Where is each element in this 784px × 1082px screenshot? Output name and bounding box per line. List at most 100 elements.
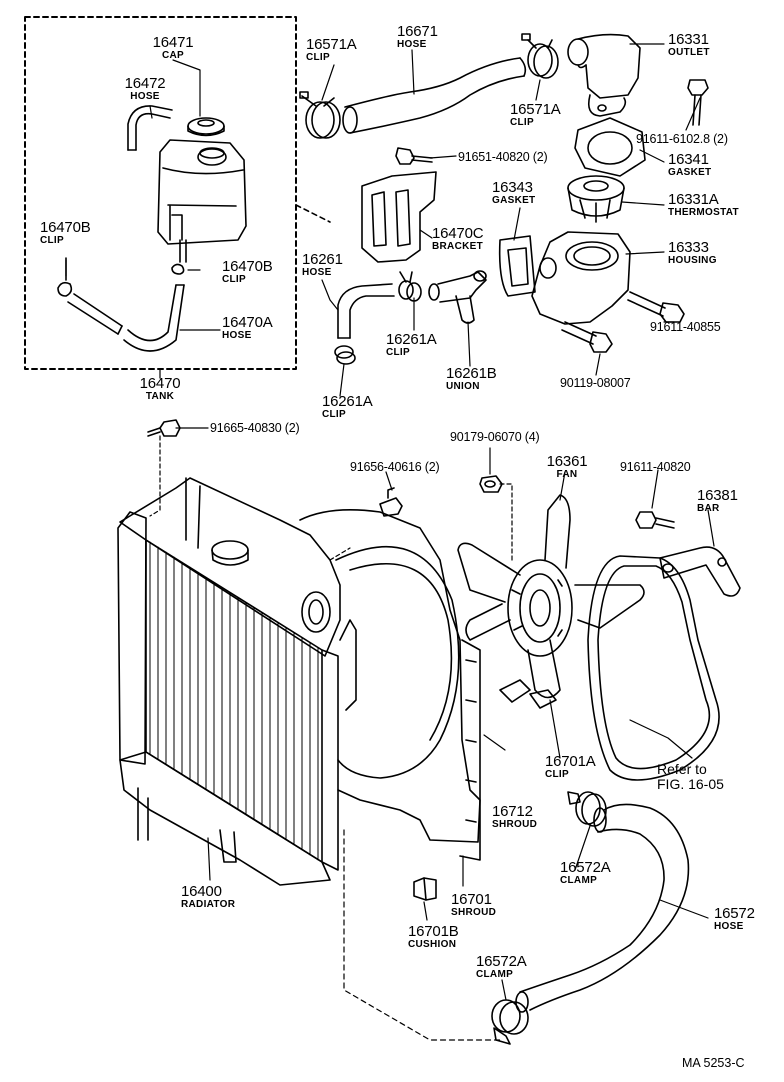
part-name: CAP [161,50,184,61]
part-number: 16712 [492,803,533,820]
part-number: 16381 [697,487,738,504]
clamp-16572A-upper [567,791,607,827]
tank-group-box [24,16,331,370]
part-number: 16572 [714,905,755,922]
part-number: 16470B [222,258,273,275]
fastener-91611-40820: 91611-40820 [620,460,691,474]
part-number: 16571A [510,101,561,118]
clip-16571A-left [299,91,341,139]
leader-lines [65,43,715,1041]
clip-16261A-upper [398,271,422,302]
part-number: 16472 [124,75,166,92]
bolt-90119-08007 [561,321,613,353]
part-name: FAN [556,469,578,480]
fastener-90119-08007: 90119-08007 [560,376,631,390]
cushion-16701B [413,877,437,901]
reference-line-1: Refer to [657,761,707,777]
part-number: 16333 [668,239,709,256]
clip-16470B-left [57,257,73,297]
part-number: 16261A [322,393,373,410]
nut-90179-06070 [479,475,503,493]
hose-16572 [515,803,690,1013]
bracket-16470C [361,171,437,263]
part-name: RADIATOR [181,899,236,910]
part-number: 16701B [408,923,459,940]
part-name: CLIP [386,347,410,358]
part-name: SHROUD [451,907,497,918]
clamp-16572A-lower [491,999,529,1045]
hose-16261 [337,283,395,339]
part-number: 16470B [40,219,91,236]
part-name: BAR [697,503,720,514]
clip-16261A-lower [334,345,356,365]
part-number: 16361 [546,453,588,470]
thermostat-16331A [567,175,625,223]
part-number: 16470 [139,375,181,392]
part-name: CLIP [222,274,246,285]
part-name: HOSE [302,267,332,278]
fastener-90179-06070: 90179-06070 (4) [450,430,540,444]
bolt-91611-61028 [687,79,709,126]
part-number: 16400 [181,883,222,900]
cap-16471 [187,117,225,137]
reference-note: Refer to FIG. 16-05 [657,761,724,793]
part-name: CUSHION [408,939,457,950]
bolt-91651-40820 [395,147,433,165]
part-name: THERMOSTAT [668,207,739,218]
v-belt [587,555,720,781]
bolt-91611-40820 [635,511,675,529]
hose-16472 [127,105,173,151]
fastener-91656-40616: 91656-40616 (2) [350,460,440,474]
part-name: CLIP [545,769,569,780]
fastener-91651-40820: 91651-40820 (2) [458,150,548,164]
union-16261B [428,270,487,324]
part-number: 16572A [476,953,527,970]
part-name: CLIP [40,235,64,246]
radiator-16400 [117,477,341,886]
part-name: CLIP [510,117,534,128]
bolt-91665-40830 [147,419,181,437]
part-name: HOSE [222,330,252,341]
fastener-91611-61028: 91611-6102.8 (2) [636,132,728,146]
part-number: 16261B [446,365,497,382]
part-name: GASKET [492,195,536,206]
bar-16381 [659,546,741,597]
reference-line-2: FIG. 16-05 [657,776,724,793]
hose-16671 [342,57,527,134]
bolt-91656-40616 [379,487,403,517]
shroud-16712 [299,508,481,861]
part-name: UNION [446,381,480,392]
part-name: CLAMP [560,875,598,886]
part-name: HOSE [397,39,427,50]
figure-code: MA 5253-C [682,1056,745,1070]
part-name: CLIP [306,52,330,63]
part-number: 16471 [152,34,194,51]
part-name: OUTLET [668,47,710,58]
part-number: 16331A [668,191,719,208]
fastener-91665-40830: 91665-40830 (2) [210,421,300,435]
